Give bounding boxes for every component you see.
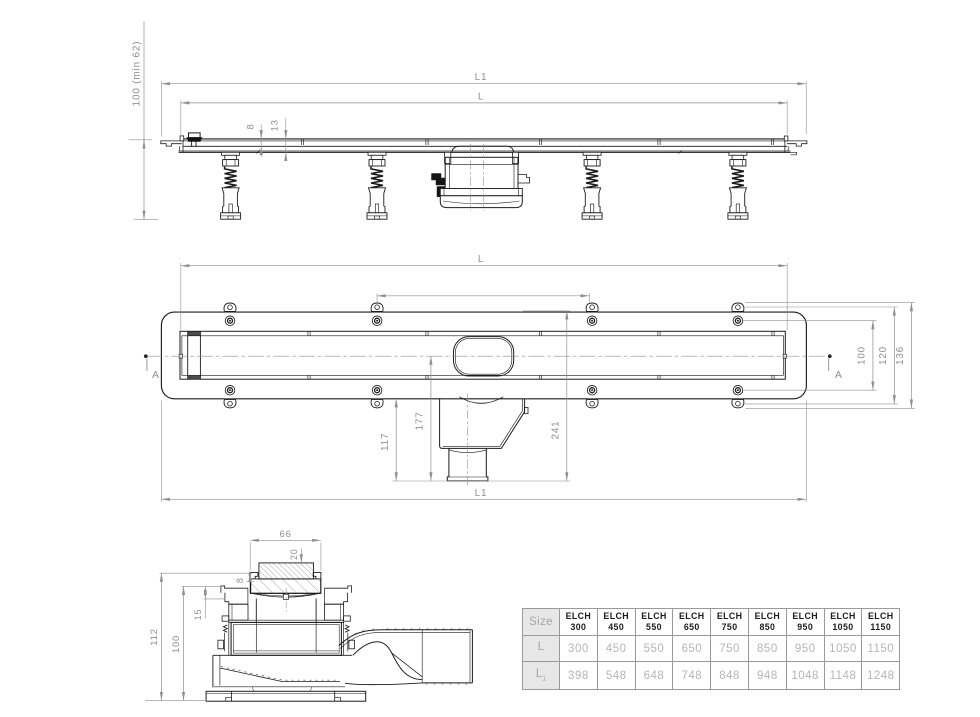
model-size: 450 [608,622,625,632]
table-size-value: 650 [672,635,712,662]
side-elevation-view: L1L 100 (min 62) 8 13 [128,21,808,220]
mounting-tab-pair [370,302,384,409]
dim-plan-outlet-edge: 241 [551,420,562,439]
dim-plan-mount-spacing: 100 [856,346,867,365]
dim-plan-overall-length: L1 [475,488,488,499]
channel-body-side [160,132,808,156]
model-series: ELCH [716,610,743,621]
dim-side-overall-length: L1 [475,72,488,83]
section-label-left: A [152,369,160,381]
dim-plan-hole-spacing: 120 [878,346,889,365]
table-size-value: 300 [559,635,598,662]
dim-side-install-height: 100 (min 62) [132,41,143,107]
leveling-foot [727,151,749,220]
table-size-value: 1148 [823,661,863,690]
model-series: ELCH [830,610,856,621]
plan-view: A A L L1 117 177 241 100 120 136 [143,254,915,502]
table-size-value: 748 [672,661,712,690]
section-view: 66 20 112 100 15 8 [145,529,473,702]
table-size-value: 648 [634,661,674,690]
table-row-label: L [522,635,560,662]
table-size-value: 950 [785,635,825,662]
table-size-value: 1248 [861,661,901,690]
table-size-value: 1150 [861,635,901,662]
dim-plan-overall-width: 136 [895,346,906,365]
model-size: 550 [646,622,662,632]
table-size-value: 398 [559,661,598,690]
dim-side-channel-length: L [478,91,484,102]
mounting-tab-pair [731,302,745,409]
dim-plan-channel-length: L [478,254,484,265]
plan-view-dimensions: L L1 117 177 241 100 120 136 [161,254,915,502]
outlet-duct [338,627,473,686]
dim-section-tile-depth: 20 [289,548,299,560]
dim-section-body-height: 100 [171,635,182,653]
channel-body-plan: A A [143,311,843,400]
model-series: ELCH [679,610,705,621]
table-size-value: 948 [747,661,787,690]
model-size: 1050 [832,622,854,632]
dim-side-flange-depth: 13 [270,119,281,131]
model-size: 950 [797,622,814,632]
model-series: ELCH [641,610,667,621]
section-label-right: A [835,369,843,381]
row-label-text: L [535,668,543,681]
side-view-dimensions: L1L 100 (min 62) 8 13 [128,21,807,220]
section-side-profile [217,585,249,656]
row-label-subscript: 1 [542,675,547,683]
section-body [205,562,473,702]
model-size: 300 [570,622,587,632]
model-size: 850 [759,622,776,632]
model-series: ELCH [603,610,629,621]
dim-plan-outlet-flange: 117 [380,433,391,451]
model-size: 750 [721,622,738,632]
leveling-foot [581,151,603,220]
dim-section-grate-width: 66 [280,529,292,540]
table-row-label: L1 [522,661,560,690]
leveling-foot [366,151,388,220]
table-size-value: 848 [710,661,749,690]
table-size-value: 1050 [823,635,863,662]
dim-section-overall-height: 112 [149,628,160,646]
dim-plan-outlet-center: 177 [415,411,426,430]
model-series: ELCH [868,610,894,621]
model-size: 1150 [870,622,892,632]
table-size-value: 1048 [785,661,825,690]
dim-side-inner-depth: 8 [245,123,256,129]
table-size-value: 750 [710,635,749,662]
leveling-foot [220,151,242,220]
model-series: ELCH [792,610,818,621]
mounting-tab-pair [585,302,599,409]
section-view-dimensions: 66 20 112 100 15 8 [145,529,322,701]
table-size-value: 850 [747,635,787,662]
table-size-value: 450 [596,635,636,662]
drain-trap-plan [439,393,529,488]
table-size-value: 548 [596,661,636,690]
model-series: ELCH [565,610,592,621]
table-corner-size: Size [522,608,560,636]
dim-section-edge-depth: 8 [235,577,245,583]
row-label-text: L [537,641,545,654]
table-size-value: 550 [634,635,674,662]
drain-trap-side [431,143,530,211]
dim-section-seat-depth: 15 [193,609,203,621]
model-series: ELCH [754,610,781,621]
model-size: 650 [683,622,700,632]
mounting-tab-pair [223,302,237,409]
